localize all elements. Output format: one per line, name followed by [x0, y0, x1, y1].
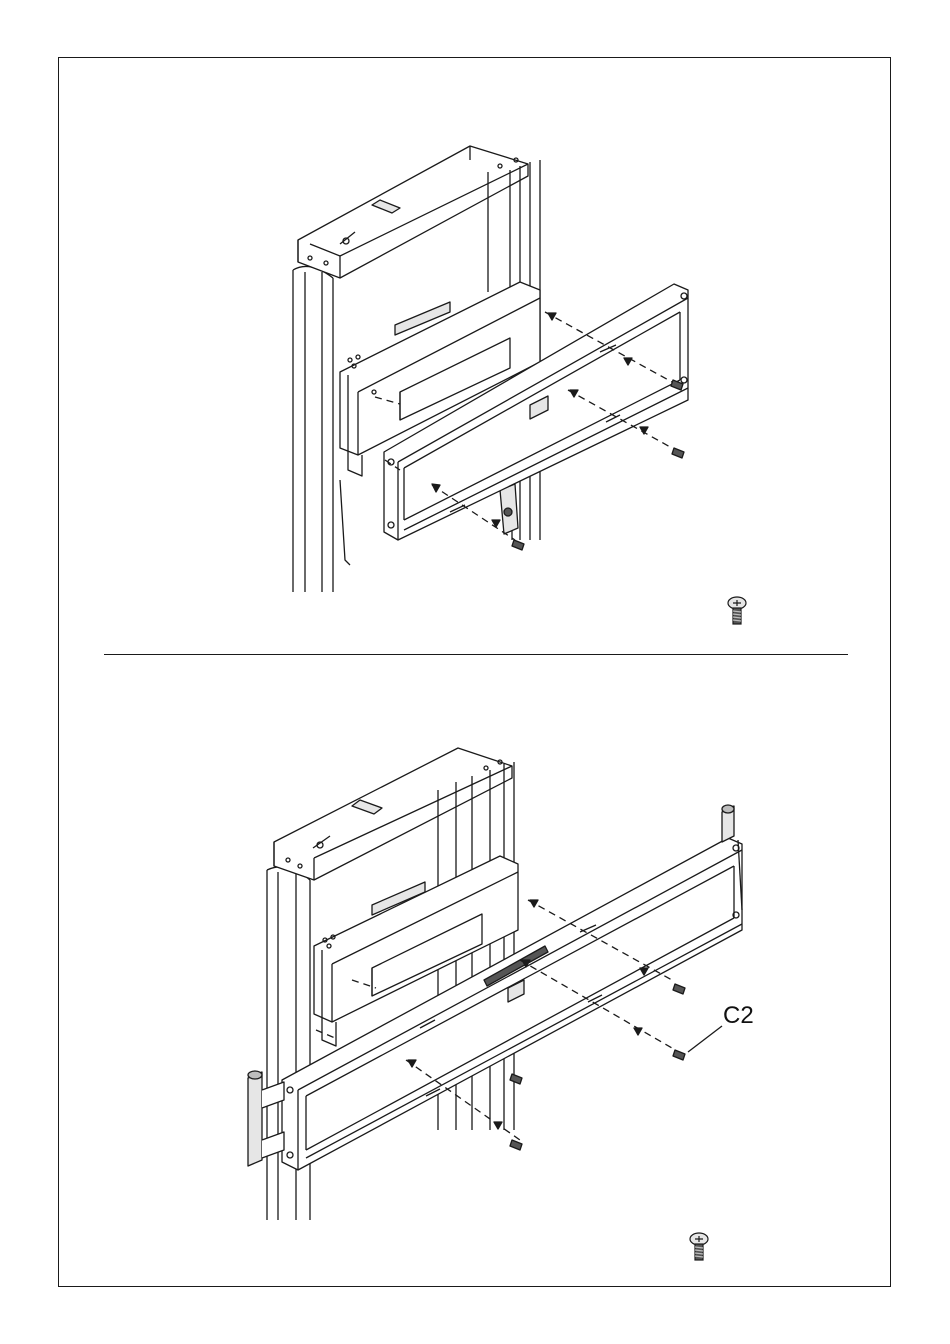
part-callout-label: C2	[723, 1002, 754, 1030]
screw-icon	[688, 1232, 710, 1264]
